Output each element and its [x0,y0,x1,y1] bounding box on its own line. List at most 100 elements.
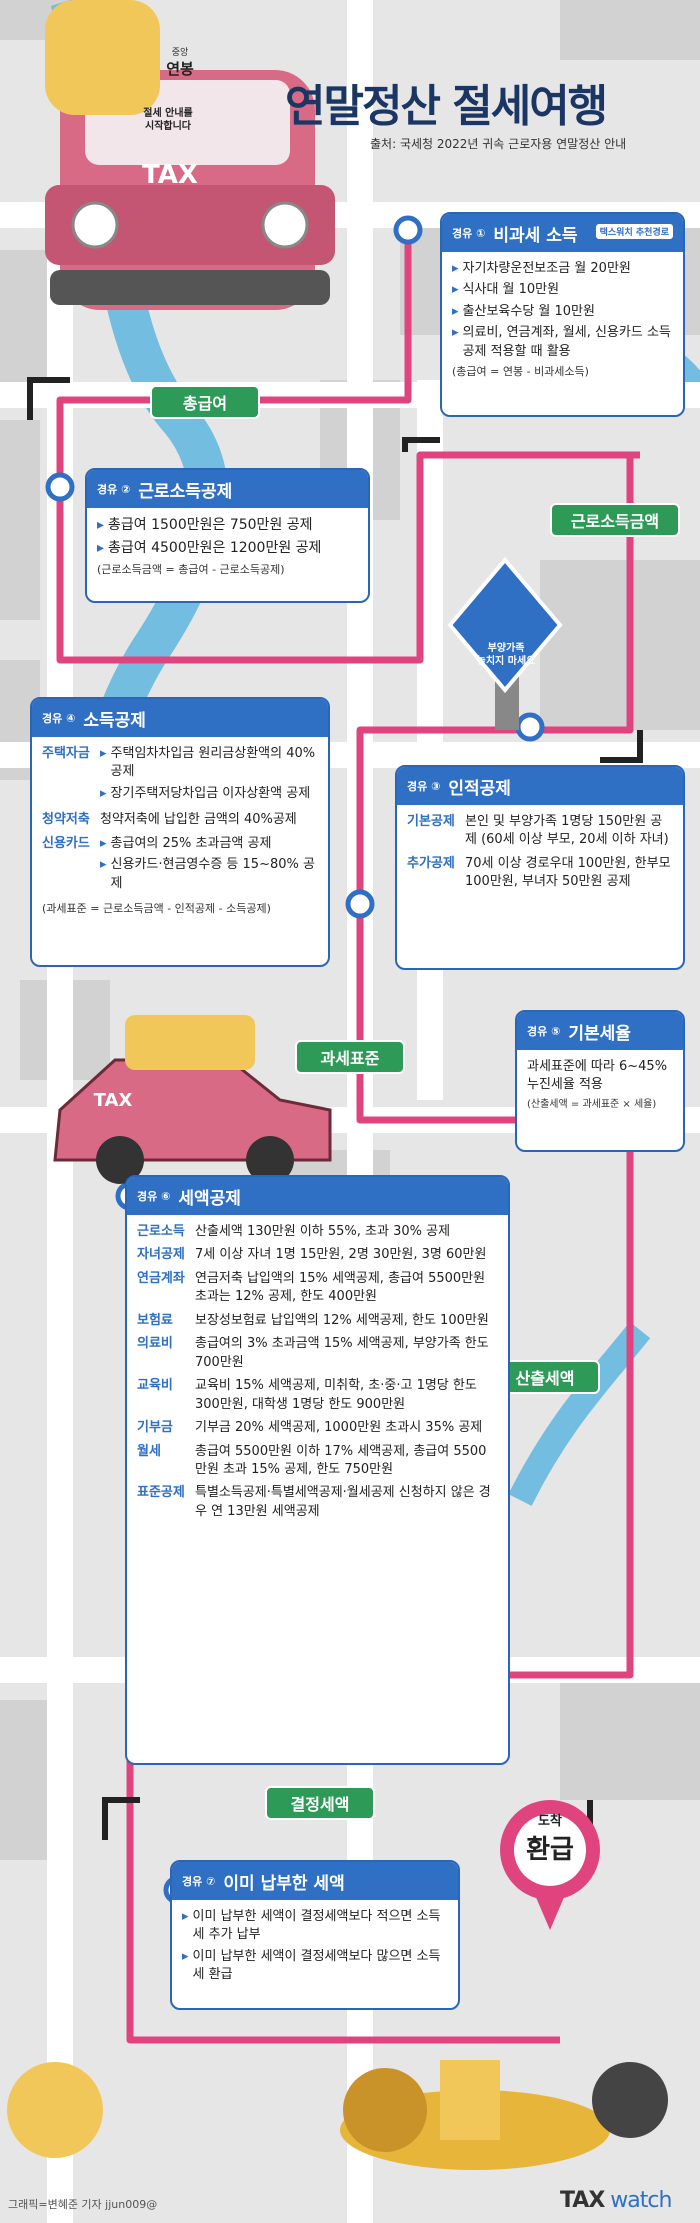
row-text: 특별소득공제·특별세액공제·월세공제 신청하지 않은 경우 연 13만원 세액공… [195,1485,491,1519]
destination-pin [500,1800,600,1930]
additional-deduction-row: 추가공제 70세 이상 경로우대 100만원, 한부모 100만원, 부녀자 5… [407,855,673,892]
row-text: 70세 이상 경로우대 100만원, 한부모 100만원, 부녀자 50만원 공… [465,855,671,890]
card-title: 기본세율 [568,1023,631,1044]
card-title: 소득공제 [83,710,146,731]
list-item: 이미 납부한 세액이 결정세액보다 많으면 소득세 환급 [182,1948,448,1985]
row-label: 연금계좌 [137,1270,185,1286]
river-south [508,1321,651,1506]
road-sign-text: 부양가족 놓치지 마세요 [466,643,546,668]
row-label: 자녀공제 [137,1247,185,1263]
card-title: 비과세 소득 [493,225,578,246]
row-text: 본인 및 부양가족 1명당 150만원 공제 (60세 이상 부모, 20세 이… [465,814,669,848]
card-body: 과세표준에 따라 6~45% 누진세율 적용 (산출세액 = 과세표준 × 세율… [517,1050,683,1118]
stage-tax-base: 과세표준 [295,1040,405,1074]
formula-note: (총급여 = 연봉 - 비과세소득) [452,365,589,379]
card-header: 경유 ④ 소득공제 [32,699,328,737]
card-header: 경유 ⑦ 이미 납부한 세액 [172,1862,458,1900]
road-sign-line1: 부양가족 [487,643,525,654]
card-text: 과세표준에 따라 6~45% 누진세율 적용 [527,1059,668,1093]
stop-tag: 경유 ④ [42,712,76,725]
logo-part-tax: TAX [560,2188,605,2213]
formula-note: (산출세액 = 과세표준 × 세율) [527,1098,657,1110]
card-income-deduction: 경유 ④ 소득공제 주택자금 주택임차차입금 원리금상환액의 40% 공제 장기… [30,697,330,967]
list-item: 자기차량운전보조금 월 20만원 [452,260,673,278]
salary-sign: 중앙 연봉 [150,45,210,79]
row-text: 총급여의 3% 초과금액 15% 세액공제, 부양가족 한도 700만원 [195,1336,489,1370]
taxwatch-logo: TAX watch [560,2188,672,2213]
recommended-route-badge: 택스워치 추천경로 [595,224,673,239]
row-label: 기본공제 [407,814,455,829]
row-label: 추가공제 [407,855,455,871]
list-item: 식사대 월 10만원 [452,281,673,299]
list-item: 총급여 4500만원은 1200만원 공제 [97,539,358,559]
card-body: 주택자금 주택임차차입금 원리금상환액의 40% 공제 장기주택저당차입금 이자… [32,737,328,923]
formula-note: (근로소득금액 = 총급여 - 근로소득공제) [97,562,285,576]
card-personal-deduction: 경유 ③ 인적공제 기본공제 본인 및 부양가족 1명당 150만원 공제 (6… [395,765,685,970]
speech-bubble-line1: 절세 안내를 [143,108,193,119]
list-item: 의료비, 연금계좌, 월세, 신용카드 소득공제 적용할 때 활용 [452,324,673,361]
card-nontaxable-income: 경유 ① 비과세 소득 택스워치 추천경로 자기차량운전보조금 월 20만원 식… [440,212,685,417]
card-title: 이미 납부한 세액 [223,1873,345,1894]
card-header: 경유 ③ 인적공제 [397,767,683,805]
stage-total-pay: 총급여 [150,385,260,419]
card-row: 신용카드 총급여의 25% 초과금액 공제 신용카드·현금영수증 등 15~80… [42,835,318,896]
destination-label-small: 도착 [538,1814,562,1829]
card-earned-income-deduction: 경유 ② 근로소득공제 총급여 1500만원은 750만원 공제 총급여 450… [85,468,370,603]
stop-tag: 경유 ⑤ [527,1025,561,1038]
list-item: 주택임차차입금 원리금상환액의 40% 공제 [100,745,318,782]
credit-row: 의료비 총급여의 3% 초과금액 15% 세액공제, 부양가족 한도 700만원 [137,1335,498,1372]
destination-refund: 도착 환급 [505,1810,595,1866]
row-text: 보장성보험료 납입액의 12% 세액공제, 한도 100만원 [195,1312,489,1328]
stage-determined-tax: 결정세액 [265,1786,375,1820]
row-label: 신용카드 [42,835,90,851]
row-label: 교육비 [137,1378,173,1394]
basic-deduction-row: 기본공제 본인 및 부양가족 1명당 150만원 공제 (60세 이상 부모, … [407,813,673,850]
card-header: 경유 ② 근로소득공제 [87,470,368,508]
speech-bubble-line2: 시작합니다 [145,120,191,132]
credit-row: 교육비 교육비 15% 세액공제, 미취학, 초·중·고 1명당 한도 300만원… [137,1377,498,1414]
graphic-credit: 그래픽=변혜준 기자 jjun009@ [8,2198,158,2211]
stage-earned-income: 근로소득금액 [550,503,680,537]
card-title: 인적공제 [448,778,511,799]
list-item: 이미 납부한 세액이 결정세액보다 적으면 소득세 추가 납부 [182,1908,448,1945]
list-item: 총급여 1500만원은 750만원 공제 [97,516,358,536]
taxi-plate: TAX [142,160,198,190]
credit-row: 표준공제 특별소득공제·특별세액공제·월세공제 신청하지 않은 경우 연 13만원… [137,1484,498,1521]
sign-post [447,556,563,730]
credit-row: 연금계좌 연금저축 납입액의 15% 세액공제, 총급여 5500만원 초과는 1… [137,1270,498,1307]
row-label: 의료비 [137,1336,173,1352]
row-text: 청약저축에 납입한 금액의 40%공제 [100,812,297,828]
card-body: 이미 납부한 세액이 결정세액보다 적으면 소득세 추가 납부 이미 납부한 세… [172,1900,458,1994]
salary-sign-small: 중앙 [171,48,189,58]
card-body: 자기차량운전보조금 월 20만원 식사대 월 10만원 출산보육수당 월 10만… [442,252,683,386]
savings-row: 청약저축 청약저축에 납입한 금액의 40%공제 [42,811,318,829]
card-prepaid-tax: 경유 ⑦ 이미 납부한 세액 이미 납부한 세액이 결정세액보다 적으면 소득세… [170,1860,460,2010]
taxi-car-side [53,1015,332,1184]
taxi-car-top [45,0,335,310]
card-header: 경유 ⑤ 기본세율 [517,1012,683,1050]
row-label: 근로소득 [137,1224,185,1239]
row-label: 주택자금 [42,746,90,761]
row-text: 교육비 15% 세액공제, 미취학, 초·중·고 1명당 한도 300만원, 대… [195,1378,477,1412]
row-text: 산출세액 130만원 이하 55%, 초과 30% 공제 [195,1224,451,1239]
row-text: 연금저축 납입액의 15% 세액공제, 총급여 5500만원 초과는 12% 공… [195,1270,486,1305]
row-label: 표준공제 [137,1485,185,1501]
destination-label-big: 환급 [526,1835,574,1865]
formula-note: (과세표준 = 근로소득금액 - 인적공제 - 소득공제) [42,902,271,916]
stop-tag: 경유 ① [452,227,486,240]
list-item: 출산보육수당 월 10만원 [452,303,673,321]
stop-tag: 경유 ② [97,483,131,496]
credit-row: 근로소득 산출세액 130만원 이하 55%, 초과 30% 공제 [137,1223,498,1241]
road-sign-line2: 놓치지 마세요 [476,655,536,667]
card-title: 근로소득공제 [138,481,233,502]
stop-tag: 경유 ③ [407,780,441,793]
row-label: 월세 [137,1443,161,1459]
card-title: 세액공제 [178,1188,241,1209]
row-label: 청약저축 [42,812,90,828]
page-title: 연말정산 절세여행 [285,81,608,132]
